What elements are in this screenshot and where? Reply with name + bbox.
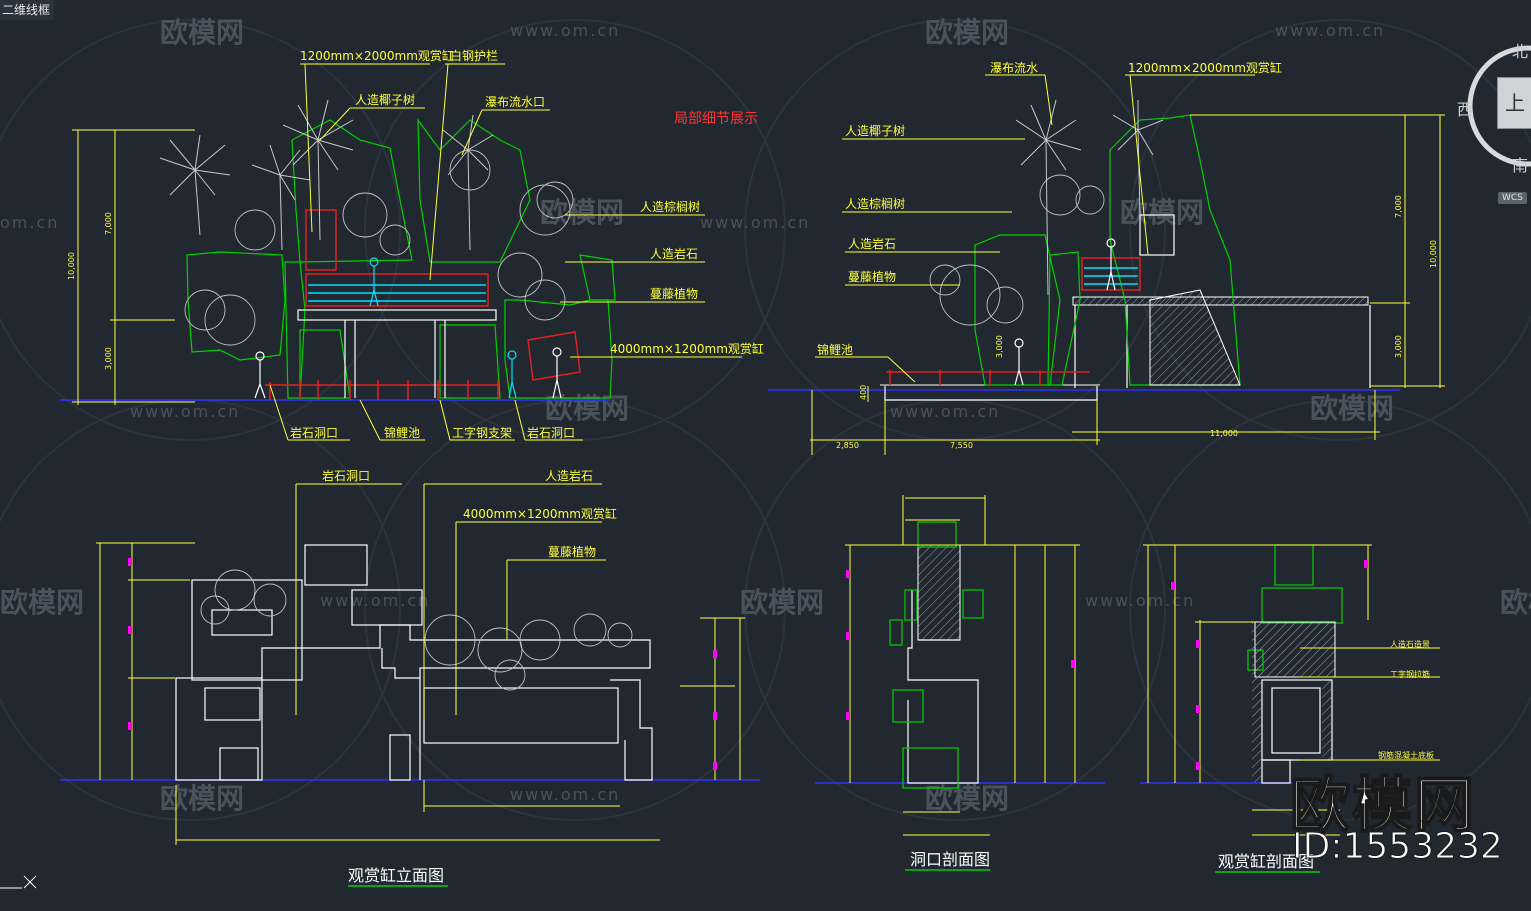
watermark-logo: 欧模网: [1120, 196, 1204, 229]
watermark-logo: 欧模网: [540, 196, 624, 229]
watermark-url: www.om.cn: [320, 591, 430, 610]
dim-depth: 400: [859, 385, 868, 400]
callout-vine-te: 蔓藤植物: [548, 544, 596, 559]
callout-vine-r: 蔓藤植物: [848, 269, 896, 284]
dim-lower: 3,000: [104, 347, 113, 370]
right-elevation[interactable]: 10,000 7,000 3,000 3,000 400 2,850 7,550…: [768, 60, 1445, 455]
callout-waterfall: 瀑布流水: [990, 61, 1038, 75]
callout-waterfall-outlet: 瀑布流水口: [485, 95, 545, 109]
callout-tank-1200: 1200mm×2000mm观赏缸: [300, 48, 454, 63]
viewcube-top-face[interactable]: 上: [1497, 77, 1531, 129]
callout-rock-te: 人造岩石: [545, 468, 593, 483]
callout-palm-r: 人造棕榈树: [845, 196, 905, 211]
callout-i-beam: 工字钢支架: [452, 425, 512, 440]
watermark-logo: 欧模网: [925, 16, 1009, 49]
ucs-icon: [0, 875, 37, 889]
tank-section-title: 观赏缸剖面图: [1218, 852, 1314, 871]
watermark-logo: 欧模网: [0, 586, 84, 619]
watermark-logo: 欧模网: [160, 16, 244, 49]
watermark-logo: 欧模网: [1310, 392, 1394, 425]
callout-rock-r: 人造岩石: [848, 236, 896, 251]
watermark-url: www.om.cn: [1275, 21, 1385, 40]
callout-tank-4000: 4000mm×1200mm观赏缸: [610, 341, 764, 356]
dim-w3: 11,000: [1210, 429, 1238, 438]
tank-elevation[interactable]: 岩石洞口 人造岩石 4000mm×1200mm观赏缸 蔓藤植物 观赏缸立面图: [60, 468, 760, 887]
callout-vine: 蔓藤植物: [650, 286, 698, 301]
viewport-label[interactable]: 二维线框: [0, 0, 55, 20]
dim-upper-r: 7,000: [1394, 195, 1403, 218]
tank-section[interactable]: 人造石造景 工字钢拉筋 钢筋混凝土底板 观赏缸剖面图: [1140, 544, 1440, 873]
callout-coconut-r: 人造椰子树: [845, 123, 905, 138]
dim-upper: 7,000: [104, 212, 113, 235]
dim-total: 10,000: [67, 252, 76, 280]
note-i-beam: 工字钢拉筋: [1390, 669, 1430, 679]
callout-tank-1200-r: 1200mm×2000mm观赏缸: [1128, 60, 1282, 75]
callout-palm: 人造棕榈树: [640, 199, 700, 214]
highlight-note: 局部细节展示: [674, 111, 758, 127]
cave-section[interactable]: 洞口剖面图: [815, 495, 1105, 871]
watermark-urls: www.om.cn www.om.cn www.om.cn om.cn www.…: [0, 21, 1385, 804]
watermark-url: www.om.cn: [130, 402, 240, 421]
watermarks: 欧模网 欧模网 欧模网 欧模网 欧模网 欧模网 欧模网 欧模网 欧模网 欧模网 …: [0, 16, 1531, 815]
viewcube[interactable]: [1458, 34, 1531, 214]
tank-elevation-title: 观赏缸立面图: [348, 866, 444, 885]
dim-lower-r2: 3,000: [995, 335, 1004, 358]
watermark-logo: 欧模网: [1500, 586, 1531, 619]
compass-ring: [1467, 45, 1531, 167]
callout-cave-te: 岩石洞口: [322, 468, 370, 483]
compass-west[interactable]: 西: [1457, 100, 1474, 119]
note-concrete: 钢筋混凝土底板: [1378, 750, 1434, 760]
watermark-logo: 欧模网: [925, 782, 1009, 815]
watermark-logo: 欧模网: [160, 782, 244, 815]
callout-coconut: 人造椰子树: [355, 92, 415, 107]
model-id: ID:1553232: [1292, 826, 1504, 868]
cave-section-title: 洞口剖面图: [910, 850, 990, 869]
compass-north[interactable]: 北: [1512, 42, 1529, 61]
compass-south[interactable]: 南: [1512, 156, 1529, 175]
watermark-logo: 欧模网: [545, 392, 629, 425]
watermark-url: www.om.cn: [1085, 591, 1195, 610]
callout-cave-left: 岩石洞口: [290, 425, 338, 440]
callout-cave-right: 岩石洞口: [527, 425, 575, 440]
callout-koi-pond: 锦鲤池: [384, 426, 420, 440]
brand-logo-text: 欧模网: [1289, 770, 1476, 842]
wcs-menu[interactable]: WCS: [1498, 192, 1527, 204]
dim-w2: 7,550: [950, 441, 973, 450]
watermark-url: www.om.cn: [510, 21, 620, 40]
dim-lower-r: 3,000: [1394, 335, 1403, 358]
callout-tank-4000-te: 4000mm×1200mm观赏缸: [463, 506, 617, 521]
watermark-url: om.cn: [0, 213, 59, 232]
left-elevation[interactable]: 10,000 7,000 3,000 1200mm×2000mm观赏缸 白钢护栏…: [60, 48, 764, 441]
callout-rock: 人造岩石: [650, 246, 698, 261]
dim-total-r: 10,000: [1429, 240, 1438, 268]
watermark-url: www.om.cn: [890, 402, 1000, 421]
watermark-logo: 欧模网: [740, 586, 824, 619]
watermark-url: www.om.cn: [700, 213, 810, 232]
callout-koi-pond-r: 锦鲤池: [817, 343, 853, 357]
callout-steel-rail: 白钢护栏: [450, 48, 498, 63]
watermark-url: www.om.cn: [510, 785, 620, 804]
dim-w1: 2,850: [836, 441, 859, 450]
note-rock-finish: 人造石造景: [1390, 639, 1430, 649]
